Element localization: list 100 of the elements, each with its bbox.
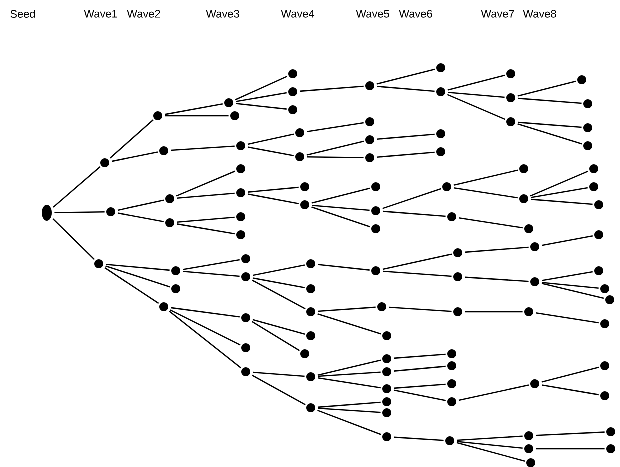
branch-line	[177, 216, 235, 224]
branch-line	[318, 360, 382, 376]
column-heading: Seed	[10, 10, 36, 18]
column-heading: Wave5	[356, 10, 390, 18]
dot	[382, 354, 392, 364]
branch-line	[112, 152, 158, 162]
dot	[600, 284, 610, 294]
dot	[242, 254, 250, 264]
branch-line	[394, 366, 446, 372]
dot	[524, 444, 534, 454]
dot	[530, 242, 540, 252]
branch-line	[110, 120, 154, 159]
branch-line	[542, 271, 594, 282]
dot	[448, 212, 456, 222]
branch-line	[518, 98, 582, 104]
dot	[236, 212, 246, 222]
branch-line	[318, 314, 382, 335]
branch-line	[457, 441, 523, 449]
dot	[236, 164, 246, 174]
dot	[578, 76, 586, 84]
dot	[590, 164, 598, 174]
branch-line	[165, 115, 229, 117]
branch-line	[457, 436, 523, 442]
dot	[236, 188, 246, 198]
branch-line	[377, 134, 435, 140]
branch-line	[106, 264, 170, 272]
dot	[530, 380, 540, 388]
branch-line	[531, 198, 593, 206]
dot	[448, 380, 456, 388]
dot	[242, 344, 250, 352]
dot	[296, 128, 304, 138]
branch-line	[318, 264, 370, 271]
branch-line	[454, 170, 518, 186]
dot	[436, 64, 446, 72]
branch-line	[377, 152, 435, 158]
branch-line	[394, 354, 446, 360]
branch-line	[248, 194, 300, 204]
dot	[100, 158, 110, 168]
branch-line	[536, 448, 605, 450]
dot	[446, 436, 454, 446]
dot	[230, 112, 240, 120]
dot	[306, 372, 316, 382]
branch-line	[394, 436, 444, 442]
branch-line	[542, 384, 599, 396]
dot	[288, 106, 298, 114]
column-heading: Wave4	[281, 10, 315, 18]
dot	[160, 302, 168, 312]
branch-line	[236, 103, 287, 110]
dot	[366, 154, 374, 162]
dot	[378, 302, 386, 312]
branch-line	[536, 312, 599, 324]
branch-line	[394, 390, 446, 402]
dot	[524, 432, 534, 440]
branch-line	[52, 218, 96, 260]
dot	[242, 272, 250, 282]
branch-line	[542, 282, 599, 290]
dot	[524, 224, 534, 234]
dot	[366, 82, 374, 90]
branch-line	[382, 254, 452, 270]
branch-line	[236, 92, 288, 102]
branch-line	[518, 122, 582, 128]
dot	[600, 362, 610, 370]
dot	[172, 266, 180, 276]
branch-line	[318, 377, 381, 389]
dot	[520, 164, 528, 174]
branch-line	[53, 166, 101, 208]
branch-line	[312, 188, 370, 204]
branch-line	[530, 170, 589, 197]
branch-line	[318, 410, 382, 436]
branch-line	[382, 188, 442, 210]
dot	[442, 182, 452, 192]
branch-line	[176, 170, 236, 197]
dot	[520, 194, 528, 204]
dot	[160, 146, 168, 156]
column-heading: Wave6	[399, 10, 432, 18]
dot	[166, 218, 174, 228]
branch-line	[235, 76, 288, 101]
branch-line	[542, 366, 600, 383]
branch-line	[318, 402, 381, 408]
dot	[372, 224, 380, 234]
dot	[172, 284, 180, 294]
dot	[454, 248, 462, 258]
dot	[306, 308, 316, 316]
branch-line	[312, 204, 370, 212]
branch-line	[447, 94, 506, 120]
dot	[594, 266, 604, 276]
branch-line	[252, 264, 306, 276]
dot	[448, 350, 456, 358]
dot	[236, 230, 246, 240]
branch-line	[465, 311, 523, 313]
dot	[300, 350, 310, 358]
branch-line	[312, 206, 370, 228]
branch-line	[171, 307, 240, 318]
branch-line	[448, 92, 505, 98]
dot	[594, 200, 604, 210]
branch-line	[459, 217, 523, 229]
dot	[530, 278, 540, 286]
branch-line	[318, 306, 376, 312]
dot	[224, 98, 234, 108]
branch-line	[456, 442, 526, 462]
